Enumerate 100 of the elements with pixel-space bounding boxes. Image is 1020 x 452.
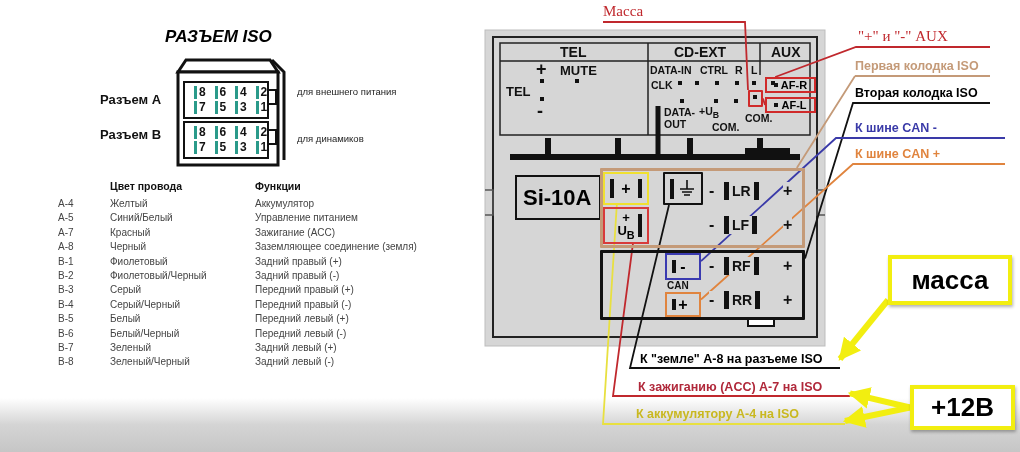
pin-label: R bbox=[735, 64, 743, 76]
callout-text: Вторая колодка ISO bbox=[855, 84, 990, 103]
pin-number: 6 bbox=[214, 126, 227, 139]
leader-line bbox=[795, 75, 991, 169]
pin-label: + bbox=[678, 296, 688, 313]
connector-block bbox=[600, 168, 805, 248]
pin-label: - bbox=[680, 258, 686, 275]
table-cell: Черный bbox=[110, 241, 147, 253]
pin-highlight-box bbox=[663, 172, 703, 205]
table-cell: B-8 bbox=[58, 356, 74, 368]
table-cell: Фиолетовый/Черный bbox=[110, 270, 207, 281]
pin-label: AF-R bbox=[780, 79, 808, 91]
pin-number: 1 bbox=[255, 141, 268, 154]
table-cell: Зажигание (ACC) bbox=[255, 226, 336, 238]
table-cell: Задний правый (-) bbox=[255, 270, 340, 281]
pin-number: 7 bbox=[194, 101, 206, 114]
callout-box bbox=[888, 255, 1012, 305]
callout-text: К шине CAN - bbox=[855, 119, 1005, 138]
connector-block bbox=[600, 250, 805, 320]
pin-highlight-box bbox=[665, 253, 701, 280]
table-cell: Передний правый (+) bbox=[255, 284, 354, 296]
table-cell: B-5 bbox=[58, 313, 74, 325]
highlight-box bbox=[748, 90, 763, 107]
leader-line bbox=[762, 97, 766, 106]
table-cell: Задний левый (+) bbox=[255, 342, 337, 353]
table-cell: Белый/Черный bbox=[110, 327, 180, 339]
callout-text: К шине CAN + bbox=[855, 145, 1005, 164]
table-cell: A-8 bbox=[58, 241, 74, 253]
pin-label: TEL bbox=[506, 84, 531, 99]
pin-label: + bbox=[622, 210, 630, 224]
panel-header: TEL bbox=[560, 44, 587, 60]
table-cell: Серый/Черный bbox=[110, 298, 180, 310]
pin-highlight-box bbox=[603, 207, 649, 244]
table-cell: A-4 bbox=[58, 198, 74, 209]
pin-label: RR bbox=[724, 291, 761, 309]
table-header: Цвет провода bbox=[110, 180, 182, 192]
callout-text: "+" и "-" AUX bbox=[858, 25, 990, 47]
pin-label: DATA- OUT bbox=[664, 106, 697, 130]
pin-label: LF bbox=[724, 216, 758, 234]
pin-label: L bbox=[751, 64, 758, 76]
polarity-sign: + bbox=[536, 62, 547, 76]
leader-line bbox=[602, 21, 749, 91]
leader-line bbox=[602, 204, 846, 425]
leader-line bbox=[804, 102, 991, 260]
callout-text: К "земле" A-8 на разъеме ISO bbox=[640, 350, 840, 368]
table-cell: Задний левый (-) bbox=[255, 356, 335, 368]
table-cell: Зеленый bbox=[110, 342, 151, 353]
table-cell: B-2 bbox=[58, 270, 74, 281]
callout-text: Первая колодка ISO bbox=[855, 57, 990, 76]
pin-label: +U$_{B}$ bbox=[699, 105, 720, 122]
pin-highlight-box bbox=[603, 172, 649, 205]
leader-line bbox=[774, 46, 991, 78]
table-cell: A-7 bbox=[58, 226, 74, 238]
pin-number: 2 bbox=[255, 126, 268, 139]
pin-label: LR bbox=[724, 182, 759, 200]
leader-line bbox=[628, 204, 841, 369]
table-cell: Передний левый (+) bbox=[255, 313, 349, 325]
table-cell: Синий/Белый bbox=[110, 212, 173, 224]
table-cell: B-3 bbox=[58, 284, 74, 296]
table-cell: Желтый bbox=[110, 198, 148, 209]
pin-label: CAN bbox=[667, 280, 689, 291]
pin-label: CTRL bbox=[700, 64, 728, 76]
leader-line bbox=[700, 137, 1006, 262]
table-cell: Зеленый/Черный bbox=[110, 356, 190, 368]
arrow bbox=[837, 298, 891, 361]
pin-highlight-box bbox=[665, 292, 701, 317]
arrow bbox=[842, 404, 911, 428]
fuse-box bbox=[515, 175, 601, 220]
callout-text: К аккумулятору A-4 на ISO bbox=[636, 404, 845, 424]
pin-number: 1 bbox=[255, 101, 268, 114]
pin-label: COM. bbox=[712, 121, 740, 133]
pin-number: 4 bbox=[235, 126, 247, 139]
table-cell: A-5 bbox=[58, 212, 74, 224]
table-cell: Фиолетовый bbox=[110, 255, 168, 267]
pin-number: 5 bbox=[214, 141, 227, 154]
table-cell: Управление питанием bbox=[255, 212, 358, 224]
connector-label: Разъем A bbox=[100, 92, 162, 107]
pin-label: CLK bbox=[651, 79, 673, 91]
pin-number: 8 bbox=[194, 86, 206, 99]
pin-label: + bbox=[621, 180, 631, 197]
panel-header: CD-EXT bbox=[674, 44, 727, 60]
pin-label: U$_{B}$ bbox=[617, 223, 635, 241]
pin-number: 4 bbox=[235, 86, 247, 99]
table-cell: Передний левый (-) bbox=[255, 327, 347, 339]
diagram-title: РАЗЪЕМ ISO bbox=[165, 27, 272, 47]
pin-number: 8 bbox=[194, 126, 206, 139]
fuse-label: Si-10A bbox=[523, 184, 592, 211]
table-cell: B-7 bbox=[58, 342, 74, 353]
table-cell: Аккумулятор bbox=[255, 198, 315, 209]
pin-label: COM. bbox=[745, 112, 773, 124]
highlight-box bbox=[765, 97, 816, 113]
pin-number: 3 bbox=[235, 101, 247, 114]
pin-number: 6 bbox=[214, 86, 227, 99]
table-cell: Красный bbox=[110, 226, 151, 238]
table-header: Функции bbox=[255, 180, 301, 192]
table-cell: Серый bbox=[110, 284, 142, 296]
callout-box bbox=[910, 385, 1015, 430]
table-cell: Передний правый (-) bbox=[255, 298, 352, 310]
panel-header: AUX bbox=[771, 44, 801, 60]
table-cell: Белый bbox=[110, 313, 141, 325]
